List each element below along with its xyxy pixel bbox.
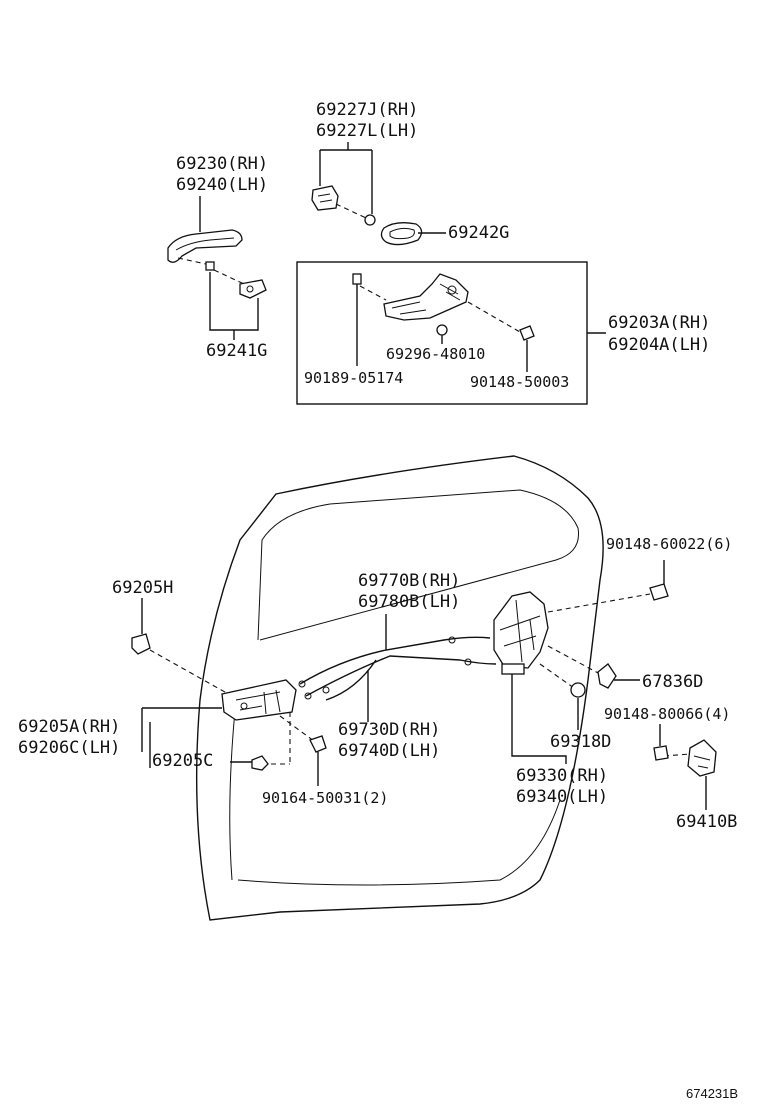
grommet-69318d-part xyxy=(570,682,586,698)
label-69227l: 69227L(LH) xyxy=(316,121,419,141)
label-69770b: 69770B(RH) xyxy=(358,571,461,591)
leader-69241g xyxy=(209,272,259,340)
label-69206c: 69206C(LH) xyxy=(18,738,121,758)
label-67836d: 67836D xyxy=(642,672,704,692)
leader-69227 xyxy=(319,142,373,214)
gasket-69242g-part xyxy=(380,222,423,246)
label-69318d: 69318D xyxy=(550,732,612,752)
label-90164: 90164-50031(2) xyxy=(262,789,389,807)
leader-dash-lock-screw xyxy=(547,593,651,613)
door-outline xyxy=(195,455,604,921)
label-69730d: 69730D(RH) xyxy=(338,720,441,740)
outside-handle-part xyxy=(167,229,243,263)
leader-dash-striker xyxy=(663,753,691,757)
label-90148-80066: 90148-80066(4) xyxy=(604,705,731,723)
door-lock-part xyxy=(493,591,549,669)
diagram-reference-number: 674231B xyxy=(686,1086,739,1101)
label-90189: 90189-05174 xyxy=(304,369,404,387)
screw-90164-part xyxy=(309,735,327,753)
screw-90148-60022-part xyxy=(649,583,669,601)
cover-67836d-part xyxy=(597,663,617,689)
clip-part xyxy=(364,214,376,226)
label-69204a: 69204A(LH) xyxy=(608,335,711,355)
small-clip-part xyxy=(205,261,215,271)
label-69330: 69330(RH) xyxy=(516,766,609,786)
label-69340: 69340(LH) xyxy=(516,787,609,807)
label-90148-50003: 90148-50003 xyxy=(470,373,570,391)
cable-69770b-2 xyxy=(305,655,497,697)
label-90148-60022: 90148-60022(6) xyxy=(606,535,733,553)
screw-90148-part xyxy=(519,325,535,341)
label-69227j: 69227J(RH) xyxy=(316,100,419,120)
label-69203a: 69203A(RH) xyxy=(608,313,711,333)
leader-dash-handle xyxy=(177,257,245,285)
screw-69205c-part xyxy=(251,755,269,771)
leader-dash-67836d xyxy=(539,645,601,689)
leader-69205a xyxy=(141,707,222,768)
label-69240: 69240(LH) xyxy=(176,175,269,195)
leader-69330 xyxy=(511,674,567,764)
lock-cable-end xyxy=(501,663,525,675)
retainer-90189-part xyxy=(352,273,362,285)
leader-dash-cap xyxy=(335,203,367,219)
label-69410b: 69410B xyxy=(676,812,738,832)
handle-frame-part xyxy=(383,273,469,321)
handle-cap-part xyxy=(311,185,339,211)
screw-90148-80066-part xyxy=(653,745,669,761)
label-69780b: 69780B(LH) xyxy=(358,592,461,612)
door-window-inner xyxy=(257,489,580,641)
label-69205h: 69205H xyxy=(112,578,174,598)
label-69230: 69230(RH) xyxy=(176,154,269,174)
clip-69205h-part xyxy=(131,633,151,655)
leader-dash-frame xyxy=(359,285,521,333)
leader-dash-69205c xyxy=(262,712,319,765)
label-69242g: 69242G xyxy=(448,223,510,243)
label-69296: 69296-48010 xyxy=(386,345,486,363)
label-69205a: 69205A(RH) xyxy=(18,717,121,737)
grommet-69296-part xyxy=(436,324,448,336)
cable-69730d xyxy=(325,659,377,701)
inside-handle-part xyxy=(221,679,297,721)
label-69740d: 69740D(LH) xyxy=(338,741,441,761)
cable-69770b xyxy=(299,636,491,685)
label-69241g: 69241G xyxy=(206,341,268,361)
label-69205c: 69205C xyxy=(152,751,214,771)
door-inner-panel xyxy=(229,699,561,886)
leader-dash-69205h xyxy=(149,649,233,697)
